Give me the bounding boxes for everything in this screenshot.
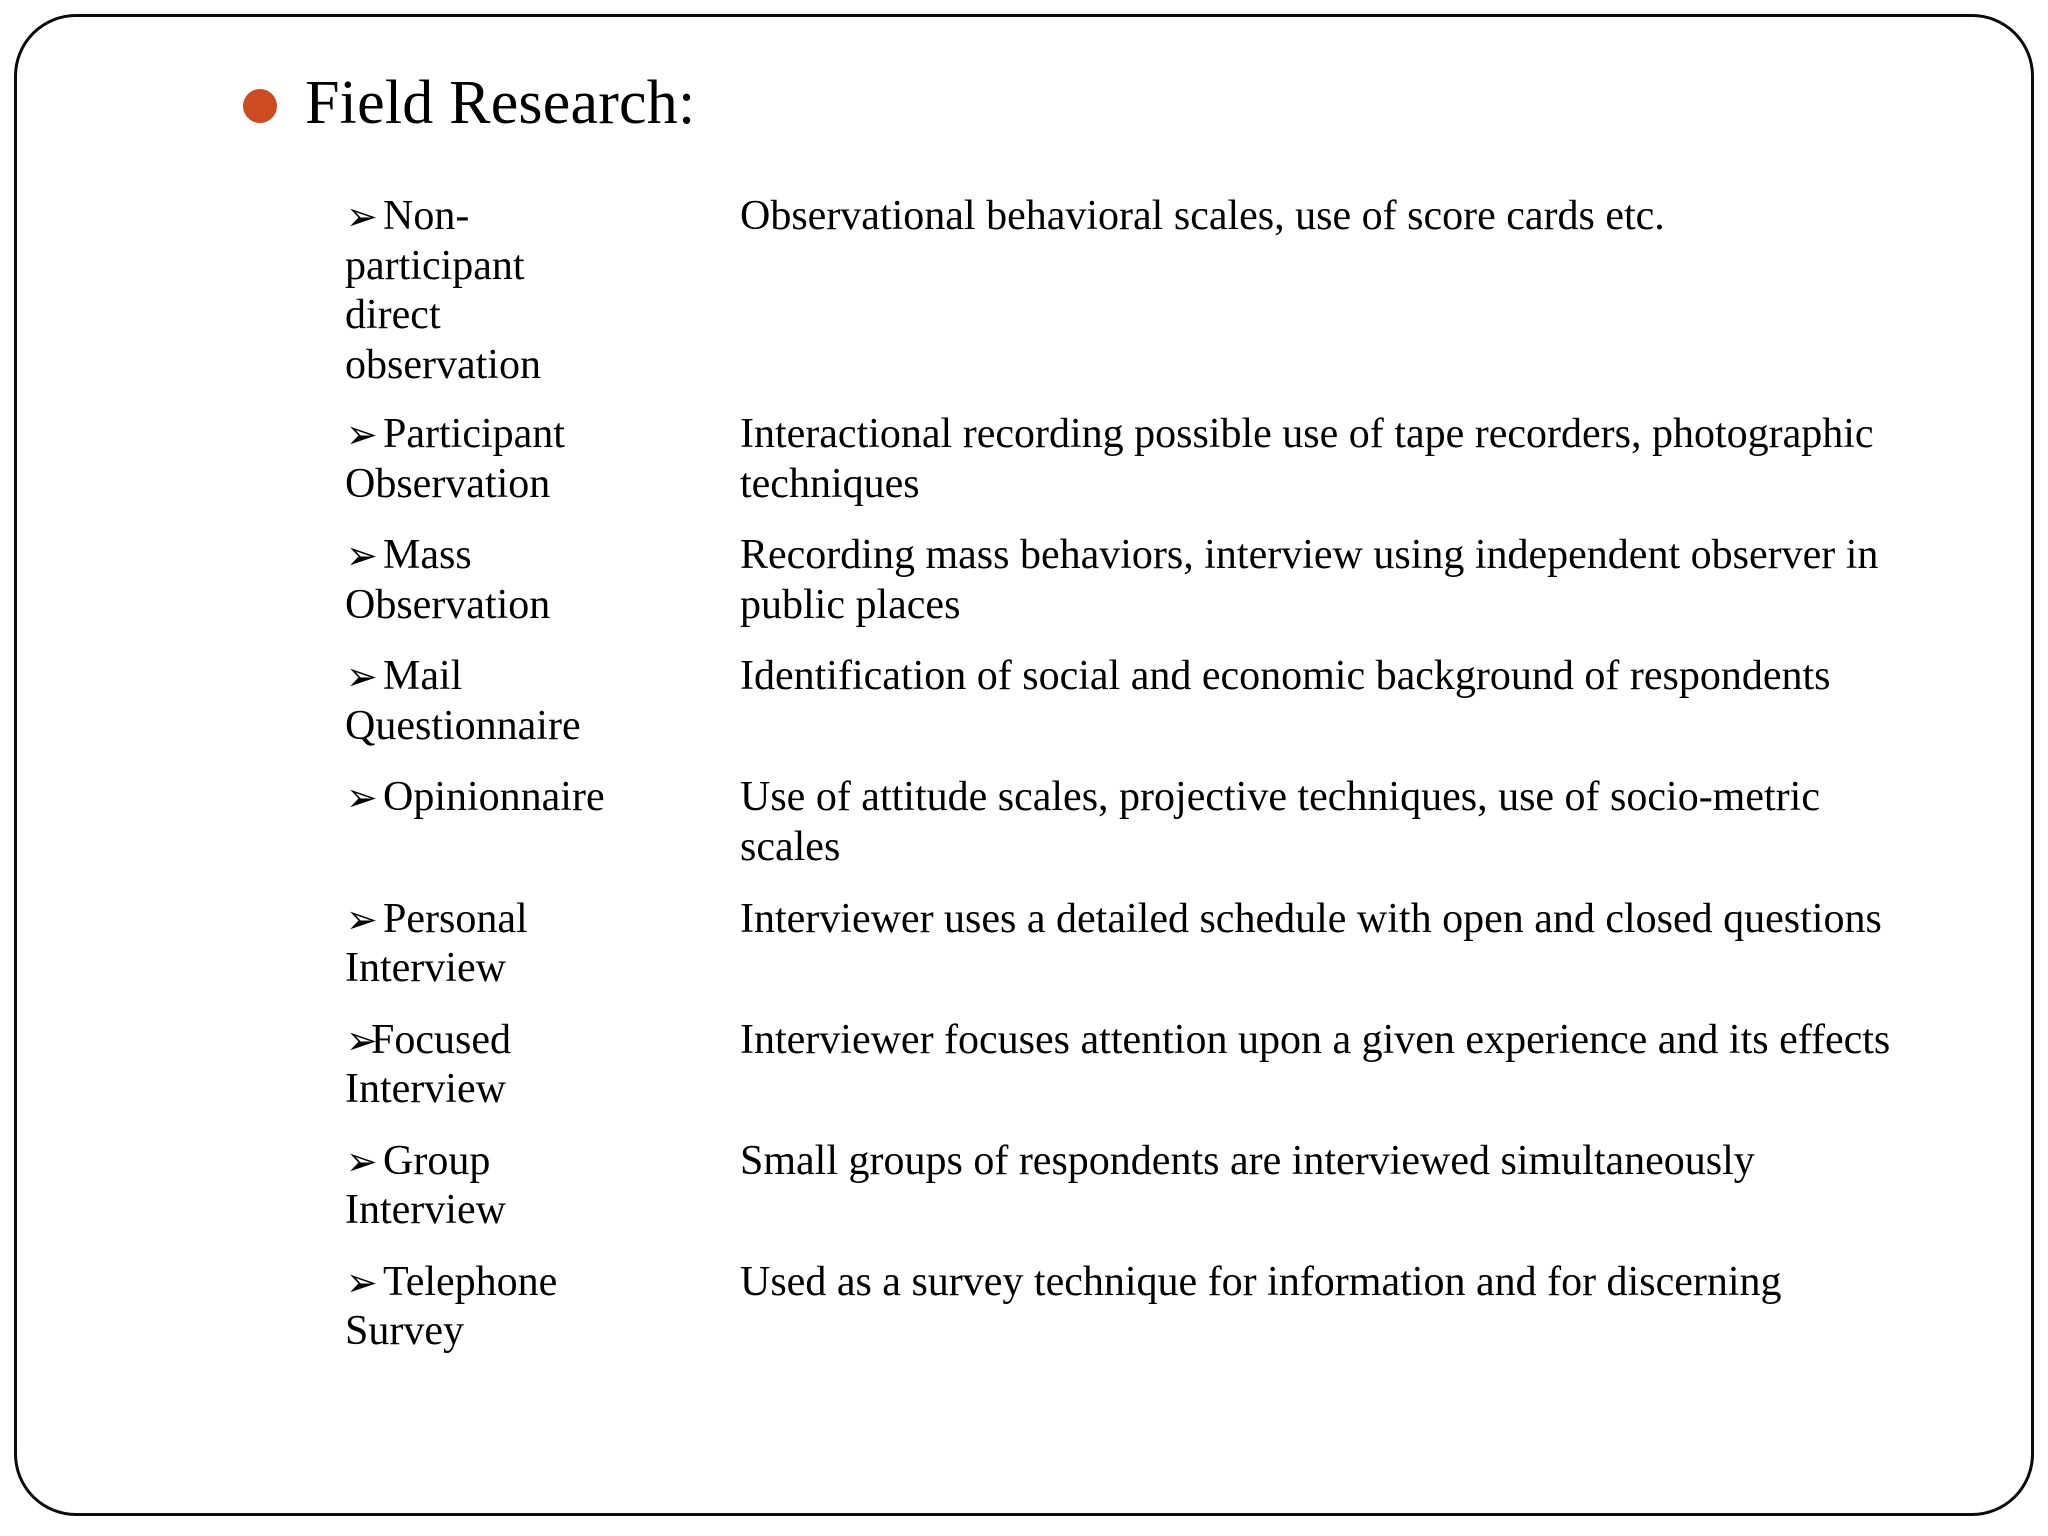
term-cell: ➢ Non-participant direct observation xyxy=(0,192,620,390)
list-item: ➢ Group Interview Small groups of respon… xyxy=(0,1137,2048,1236)
term-label: Mail Questionnaire xyxy=(345,653,581,749)
description-label: Interactional recording possible use of … xyxy=(740,411,1874,507)
page-title: Field Research: xyxy=(305,69,696,137)
term-cell: ➢ Focused Interview xyxy=(0,1016,620,1115)
description-cell: Use of attitude scales, projective techn… xyxy=(620,773,2048,872)
description-cell: Small groups of respondents are intervie… xyxy=(620,1137,2048,1187)
description-label: Interviewer focuses attention upon a giv… xyxy=(740,1016,1891,1063)
arrow-bullet-icon: ➢ xyxy=(345,1017,378,1064)
list-item: ➢ Mass Observation Recording mass behavi… xyxy=(0,531,2048,630)
arrow-bullet-icon: ➢ xyxy=(345,412,378,459)
term-cell: ➢ Participant Observation xyxy=(0,410,620,509)
arrow-bullet-icon: ➢ xyxy=(345,896,378,943)
arrow-bullet-icon: ➢ xyxy=(345,775,378,822)
list-item: ➢ Personal Interview Interviewer uses a … xyxy=(0,895,2048,994)
list-item: ➢ Mail Questionnaire Identification of s… xyxy=(0,652,2048,751)
arrow-bullet-icon: ➢ xyxy=(345,1138,378,1185)
description-cell: Used as a survey technique for informati… xyxy=(620,1258,2048,1308)
list-item: ➢ Focused Interview Interviewer focuses … xyxy=(0,1016,2048,1115)
description-label: Small groups of respondents are intervie… xyxy=(740,1137,1755,1184)
field-research-list: ➢ Non-participant direct observation Obs… xyxy=(0,192,2048,1379)
description-label: Recording mass behaviors, interview usin… xyxy=(740,532,1879,628)
term-cell: ➢ Mass Observation xyxy=(0,531,620,630)
description-label: Use of attitude scales, projective techn… xyxy=(740,774,1820,871)
description-cell: Interviewer focuses attention upon a giv… xyxy=(620,1016,2048,1066)
term-cell: ➢ Telephone Survey xyxy=(0,1258,620,1357)
arrow-bullet-icon: ➢ xyxy=(345,194,378,240)
term-label: Personal Interview xyxy=(345,895,528,992)
list-item: ➢ Participant Observation Interactional … xyxy=(0,410,2048,509)
description-cell: Observational behavioral scales, use of … xyxy=(620,192,2048,242)
arrow-bullet-icon: ➢ xyxy=(345,1259,378,1306)
term-label: Non-participant direct observation xyxy=(345,193,541,388)
term-cell: ➢ Group Interview xyxy=(0,1137,620,1236)
description-cell: Interactional recording possible use of … xyxy=(620,410,2048,509)
description-cell: Identification of social and economic ba… xyxy=(620,652,2048,702)
description-label: Interviewer uses a detailed schedule wit… xyxy=(740,895,1882,942)
slide-title-row: Field Research: xyxy=(243,72,695,134)
term-cell: ➢ Opinionnaire xyxy=(0,773,620,823)
description-label: Observational behavioral scales, use of … xyxy=(740,193,1665,239)
term-label: Opinionnaire xyxy=(383,774,605,821)
arrow-bullet-icon: ➢ xyxy=(345,533,378,580)
list-item: ➢ Telephone Survey Used as a survey tech… xyxy=(0,1258,2048,1357)
description-cell: Recording mass behaviors, interview usin… xyxy=(620,531,2048,630)
description-label: Used as a survey technique for informati… xyxy=(740,1258,1782,1305)
description-label: Identification of social and economic ba… xyxy=(740,653,1831,700)
term-label: Telephone Survey xyxy=(345,1258,558,1355)
term-cell: ➢ Personal Interview xyxy=(0,895,620,994)
term-cell: ➢ Mail Questionnaire xyxy=(0,652,620,751)
term-label: Participant Observation xyxy=(345,411,565,507)
filled-circle-bullet-icon xyxy=(243,89,277,123)
arrow-bullet-icon: ➢ xyxy=(345,654,378,701)
term-label: Mass Observation xyxy=(345,532,551,628)
list-item: ➢ Non-participant direct observation Obs… xyxy=(0,192,2048,390)
term-label: Focused Interview xyxy=(345,1016,511,1113)
description-cell: Interviewer uses a detailed schedule wit… xyxy=(620,895,2048,945)
term-label: Group Interview xyxy=(345,1137,506,1234)
list-item: ➢ Opinionnaire Use of attitude scales, p… xyxy=(0,773,2048,872)
